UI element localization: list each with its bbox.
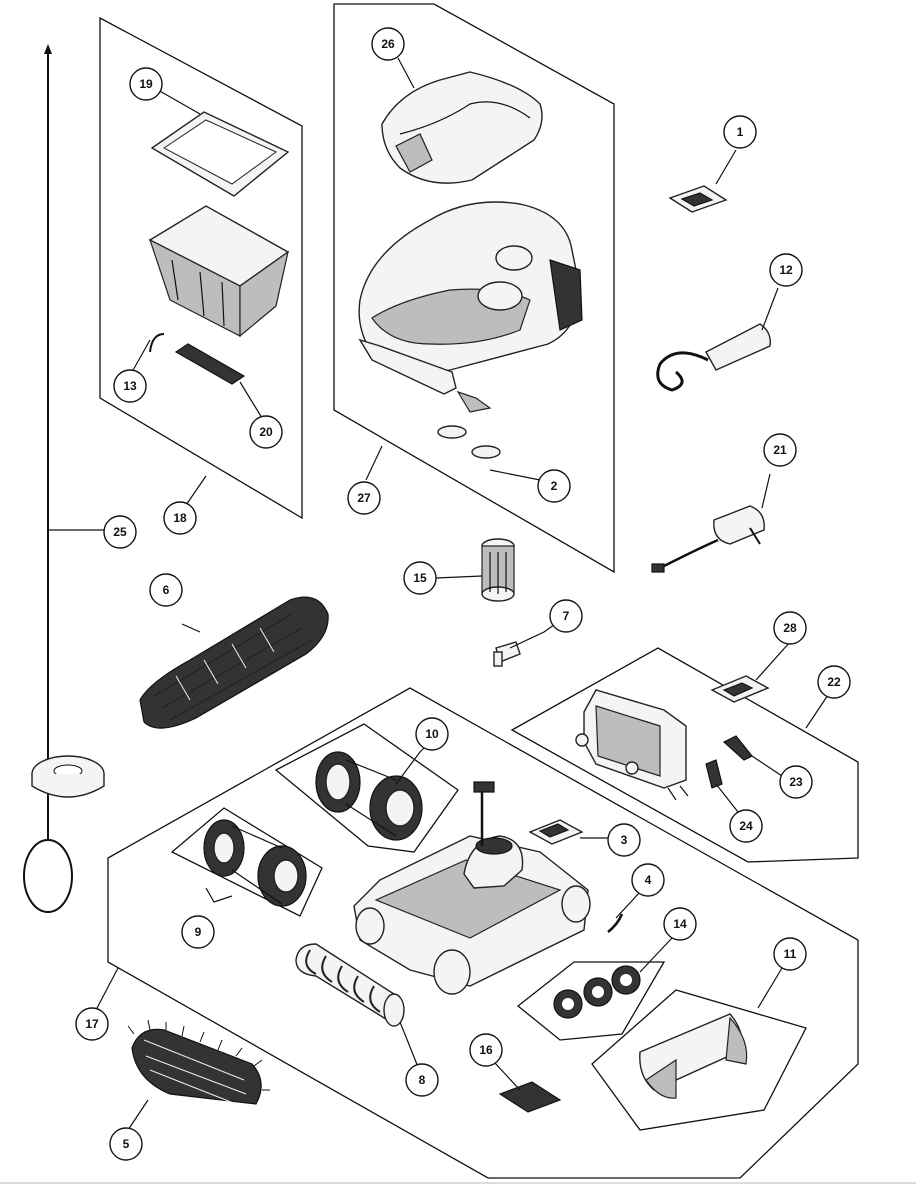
svg-text:27: 27 [357,491,371,505]
panel-body-group [333,3,615,574]
callout-8: 8 [405,1063,439,1097]
svg-text:12: 12 [779,263,793,277]
top-lid-part [381,71,543,184]
connector-part [722,735,753,761]
callout-27: 27 [347,481,381,515]
svg-text:13: 13 [123,379,137,393]
svg-text:2: 2 [551,479,558,493]
arrow-head-icon [44,44,52,54]
wheel-pair-9 [203,819,307,907]
leader-lines [48,57,831,1131]
small-disc-part [437,425,467,439]
filter-basket-part [148,205,290,338]
valve-part [493,641,521,667]
svg-text:28: 28 [783,621,797,635]
svg-text:21: 21 [773,443,787,457]
svg-text:19: 19 [139,77,153,91]
control-box-part [575,689,689,801]
ring-loop [23,839,73,913]
callout-3: 3 [607,823,641,857]
svg-text:1: 1 [737,125,744,139]
svg-text:23: 23 [789,775,803,789]
chassis-part [353,781,591,995]
svg-text:22: 22 [827,675,841,689]
svg-text:11: 11 [784,947,797,961]
wheel-pair-10 [315,751,423,841]
callout-15: 15 [403,561,437,595]
callout-25: 25 [103,515,137,549]
svg-text:17: 17 [85,1017,99,1031]
panel-wheels-9 [170,807,323,917]
svg-text:18: 18 [173,511,187,525]
pin-part [607,913,624,933]
callout-14: 14 [663,907,697,941]
svg-text:6: 6 [163,583,170,597]
callout-17: 17 [75,1007,109,1041]
spring-roller-part [295,943,405,1027]
callout-28: 28 [773,611,807,645]
svg-text:7: 7 [563,609,570,623]
card-part [498,1081,562,1113]
filter-cartridge-part [481,538,515,602]
bearings-part [553,965,641,1019]
track-part [139,596,329,729]
callout-13: 13 [113,369,147,403]
handle-part [656,323,771,392]
callout-11: 11 [773,937,807,971]
svg-text:24: 24 [739,819,753,833]
brush-part [127,1019,270,1105]
svg-text:15: 15 [413,571,427,585]
clip-part [149,333,165,353]
callout-7: 7 [549,599,583,633]
panel-wheels-10 [274,723,459,853]
float-cable-part [23,44,105,913]
callout-19: 19 [129,67,163,101]
callout-6: 6 [149,573,183,607]
callout-10: 10 [415,717,449,751]
svg-text:25: 25 [113,525,127,539]
callout-21: 21 [763,433,797,467]
callout-5: 5 [109,1127,143,1161]
panel-bearings-14 [516,961,666,1041]
bracket-part [639,1013,748,1099]
callout-16: 16 [469,1033,503,1067]
svg-text:14: 14 [673,917,687,931]
svg-text:8: 8 [419,1073,426,1087]
panel-bracket-11 [591,989,807,1131]
panel-chassis-group [107,687,859,1179]
panel-power-supply-group [510,647,859,863]
callout-1: 1 [723,115,757,149]
basket-frame-part [150,111,290,197]
callout-22: 22 [817,665,851,699]
svg-text:5: 5 [123,1137,130,1151]
power-adapter-part [651,505,765,573]
callout-2: 2 [537,469,571,503]
callout-24: 24 [729,809,763,843]
fuse-part [705,759,723,789]
svg-text:9: 9 [195,925,202,939]
callout-12: 12 [769,253,803,287]
panel-filter-basket-group [99,16,303,520]
svg-text:26: 26 [381,37,395,51]
callout-20: 20 [249,415,283,449]
small-disc-part-2 [471,445,501,459]
svg-text:3: 3 [621,833,628,847]
mesh-strip-part [174,343,246,385]
callout-9: 9 [181,915,215,949]
svg-text:4: 4 [645,873,652,887]
callout-4: 4 [631,863,665,897]
callout-23: 23 [779,765,813,799]
svg-text:10: 10 [425,727,439,741]
callout-18: 18 [163,501,197,535]
callout-26: 26 [371,27,405,61]
robot-body-part [358,201,583,413]
svg-text:20: 20 [259,425,273,439]
svg-text:16: 16 [479,1043,493,1057]
